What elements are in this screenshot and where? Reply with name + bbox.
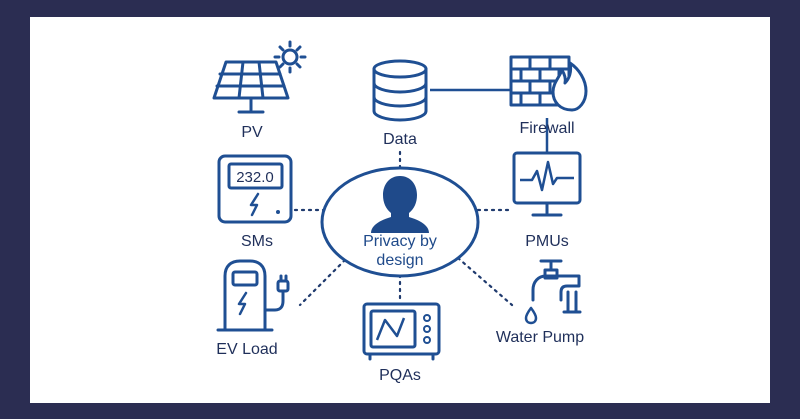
- data-label: Data: [383, 131, 417, 148]
- firewall-node: Firewall: [509, 55, 588, 137]
- ev-load-label: EV Load: [216, 341, 277, 358]
- sun-icon: [273, 40, 307, 74]
- center-label-line2: design: [376, 252, 423, 269]
- flame-icon: [551, 61, 588, 112]
- center-label-line1: Privacy by: [363, 233, 437, 250]
- connector-water-pump: [456, 256, 514, 307]
- pmus-label: PMUs: [525, 233, 569, 250]
- pqas-label: PQAs: [379, 367, 421, 384]
- water-pump-node: Water Pump: [496, 259, 584, 346]
- water-pump-label: Water Pump: [496, 329, 584, 346]
- monitor-icon: [512, 151, 582, 217]
- connector-ev-load: [298, 253, 352, 307]
- meter-reading: 232.0: [236, 169, 274, 186]
- person-icon: [371, 176, 429, 233]
- water-tap-icon: [524, 259, 582, 325]
- sms-node: 232.0 SMs: [217, 154, 293, 250]
- solar-panel-icon: [212, 60, 290, 114]
- analyzer-icon: [362, 302, 441, 361]
- sms-label: SMs: [241, 233, 273, 250]
- connectors: [293, 88, 549, 307]
- smart-meter-icon: 232.0: [217, 154, 293, 224]
- firewall-label: Firewall: [519, 120, 574, 137]
- pv-label: PV: [241, 124, 263, 141]
- ev-charger-icon: [216, 259, 290, 332]
- database-icon: [372, 59, 428, 122]
- pqas-node: PQAs: [362, 302, 441, 384]
- center-node: Privacy by design: [320, 166, 480, 278]
- ev-load-node: EV Load: [216, 259, 290, 358]
- data-node: Data: [372, 59, 428, 148]
- pmus-node: PMUs: [512, 151, 582, 250]
- pv-node: PV: [212, 40, 307, 141]
